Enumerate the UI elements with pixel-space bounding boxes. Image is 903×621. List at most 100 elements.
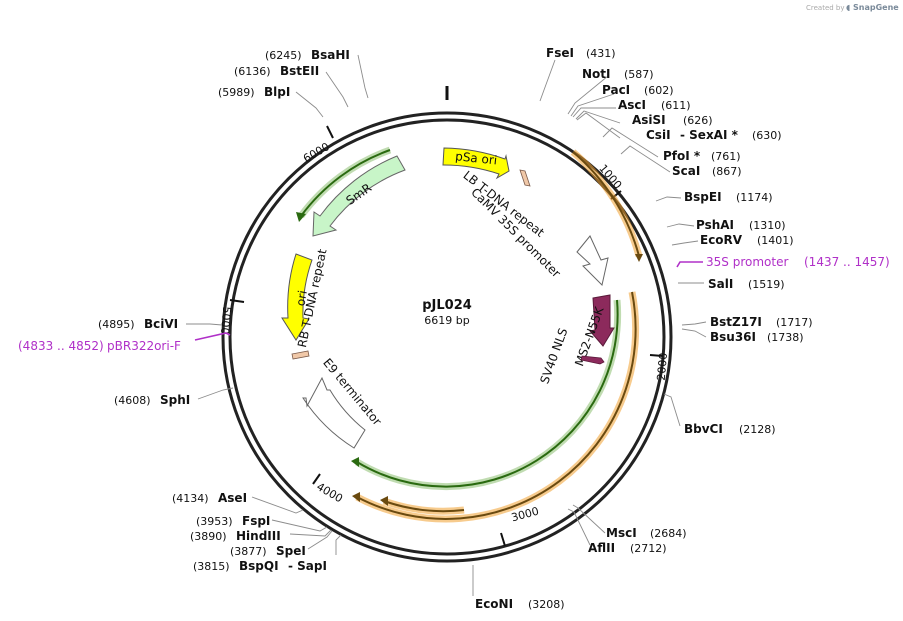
- enzyme-position: (3890): [190, 530, 227, 543]
- leader-bcivi: [186, 323, 223, 326]
- enzyme-name: HindIII: [236, 529, 281, 543]
- enzyme-name: PshAI: [696, 218, 734, 232]
- enzyme-position: (867): [712, 165, 742, 178]
- enzyme-site-pfoi[interactable]: PfoI *(761): [663, 149, 741, 163]
- enzyme-position: (1174): [736, 191, 773, 204]
- plasmid-length: 6619 bp: [424, 314, 469, 327]
- feature-sv40-nls-arrow[interactable]: [580, 355, 605, 365]
- enzyme-name: AscI: [618, 98, 646, 112]
- enzyme-site-paci[interactable]: PacI(602): [602, 83, 674, 97]
- leader-pshai: [666, 223, 695, 228]
- enzyme-name: EcoRV: [700, 233, 743, 247]
- enzyme-site-ecorv[interactable]: EcoRV(1401): [700, 233, 794, 247]
- feature-psa-ori-arrow[interactable]: [442, 147, 510, 180]
- tick-mark-6000: [326, 125, 334, 139]
- leader-scai: [620, 145, 671, 173]
- enzyme-site-csii-sexai[interactable]: CsiI- SexAI *(630): [646, 128, 782, 142]
- plasmid-name: pJL024: [422, 298, 472, 313]
- enzyme-site-scai[interactable]: ScaI (867): [672, 164, 742, 178]
- enzyme-site-bstz17i[interactable]: BstZ17I(1717): [710, 315, 813, 329]
- enzyme-name: SpeI: [276, 544, 306, 558]
- orange-orf-bottom-arrow-icon: [380, 496, 388, 506]
- feature-camv-promoter-arrow[interactable]: [576, 235, 609, 286]
- feature-ori-arrow[interactable]: [281, 253, 313, 341]
- enzyme-position: (587): [624, 68, 654, 81]
- enzyme-site-hindiii[interactable]: (3890) HindIII: [190, 529, 281, 543]
- enzyme-position: (4134): [172, 492, 209, 505]
- primer-name: 35S promoter: [706, 255, 788, 269]
- enzyme-name: ScaI: [672, 164, 700, 178]
- enzyme-site-bsteii[interactable]: (6136)BstEII: [234, 64, 319, 78]
- enzyme-position: (4608): [114, 394, 151, 407]
- enzyme-site-fspi[interactable]: (3953)FspI: [196, 514, 270, 528]
- enzyme-name: BspQI: [239, 559, 279, 573]
- feature-rb-repeat-mark[interactable]: [291, 350, 310, 360]
- enzyme-name: Bsu36I: [710, 330, 756, 344]
- enzyme-position: (1310): [749, 219, 786, 232]
- tick-mark-3000: [500, 532, 506, 547]
- tick-label-5000: 5000: [218, 306, 233, 335]
- enzyme-site-econi[interactable]: EcoNI(3208): [475, 597, 565, 611]
- enzyme-site-bsahi[interactable]: (6245)BsaHI: [265, 48, 350, 62]
- enzyme-position: (3953): [196, 515, 233, 528]
- enzyme-site-noti[interactable]: NotI(587): [582, 67, 654, 81]
- enzyme-position: (602): [644, 84, 674, 97]
- primer-pbr322ori-f[interactable]: (4833 .. 4852)pBR322ori-F: [18, 339, 181, 353]
- enzyme-site-bcivi[interactable]: (4895) BciVI: [98, 317, 178, 331]
- enzyme-position: (3877): [230, 545, 267, 558]
- enzyme-position: (3815): [193, 560, 230, 573]
- orange-orf-lower-arrow-icon: [352, 492, 360, 502]
- enzyme-site-bspqi-sapi[interactable]: (3815)BspQI- SapI: [193, 559, 327, 573]
- enzyme-labels-right: FseI(431) NotI(587) PacI(602) AscI(611) …: [475, 46, 890, 611]
- enzyme-site-sphi[interactable]: (4608)SphI: [114, 393, 190, 407]
- primer-35s-promoter[interactable]: 35S promoter(1437 .. 1457): [706, 255, 890, 269]
- enzyme-site-asci[interactable]: AscI (611): [618, 98, 691, 112]
- primer-position: (4833 .. 4852): [18, 339, 104, 353]
- enzyme-site-spei[interactable]: (3877) SpeI: [230, 544, 306, 558]
- enzyme-name: BbvCI: [684, 422, 723, 436]
- enzyme-leader-lines: [186, 54, 707, 596]
- enzyme-position: (611): [661, 99, 691, 112]
- enzyme-site-aflii[interactable]: AflII(2712): [588, 541, 667, 555]
- enzyme-site-fsei[interactable]: FseI(431): [546, 46, 616, 60]
- enzyme-site-asei[interactable]: (4134) AseI: [172, 491, 247, 505]
- enzyme-position: (626): [683, 114, 713, 127]
- tick-label-6000: 6000: [301, 140, 332, 165]
- leader-bsteii: [325, 71, 349, 108]
- feature-lb-repeat-mark[interactable]: [519, 169, 531, 187]
- enzyme-name: AsiSI: [632, 113, 666, 127]
- enzyme-site-msci[interactable]: MscI(2684): [606, 526, 687, 540]
- green-orf-right-band[interactable]: [355, 299, 622, 491]
- orange-orf-lower-line: [356, 291, 637, 520]
- feature-ms2-n55k-arrow[interactable]: [589, 294, 615, 347]
- leader-blpi: [295, 91, 324, 118]
- feature-sv40-label: SV40 NLS: [537, 326, 570, 385]
- enzyme-site-bspei[interactable]: BspEI (1174): [684, 190, 773, 204]
- enzyme-name: BspEI: [684, 190, 722, 204]
- primer-pbr322-arrow-icon: [194, 332, 231, 341]
- tick-mark-2000: [649, 354, 664, 357]
- enzyme-name: BciVI: [144, 317, 178, 331]
- enzyme-site-bbvci[interactable]: BbvCI(2128): [684, 422, 776, 436]
- leader-bbvci: [663, 393, 681, 427]
- enzyme-position: (2684): [650, 527, 687, 540]
- enzyme-position: (4895): [98, 318, 135, 331]
- enzyme-site-sali[interactable]: SalI(1519): [708, 277, 785, 291]
- feature-camv-label: CaMV 35S promoter: [468, 185, 563, 280]
- enzyme-site-blpi[interactable]: (5989)BlpI: [218, 85, 290, 99]
- enzyme-name: AseI: [218, 491, 247, 505]
- enzyme-site-bsu36i[interactable]: Bsu36I(1738): [710, 330, 804, 344]
- leader-asisi: [575, 110, 621, 124]
- enzyme-site-pshai[interactable]: PshAI (1310): [696, 218, 786, 232]
- enzyme-name: BstEII: [280, 64, 319, 78]
- leader-bsahi: [357, 54, 369, 99]
- feature-e9-terminator-arrow[interactable]: [302, 376, 366, 449]
- backbone-inner-ring: [228, 118, 666, 556]
- credit-brand: SnapGene: [853, 3, 899, 12]
- snapgene-logo-icon: ◖: [846, 3, 850, 12]
- enzyme-name-secondary: - SexAI *: [680, 128, 739, 142]
- enzyme-position: (1519): [748, 278, 785, 291]
- enzyme-site-asisi[interactable]: AsiSI (626): [632, 113, 713, 127]
- feature-smr-arrow[interactable]: [312, 155, 406, 237]
